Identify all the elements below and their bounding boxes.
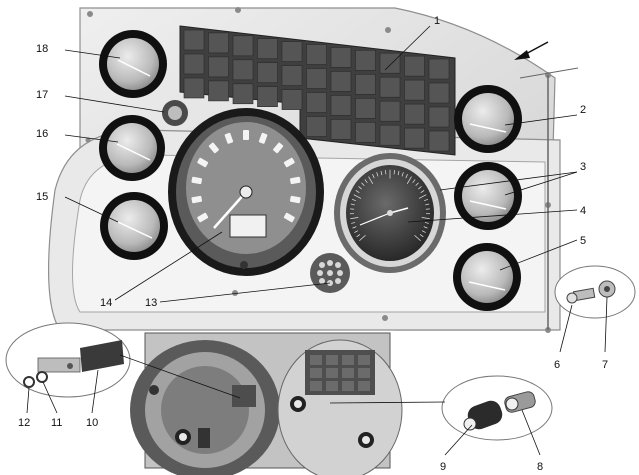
callout-6: 6 xyxy=(554,359,560,371)
gauge-18 xyxy=(99,30,167,98)
callout-12: 12 xyxy=(18,417,30,429)
warning-lamp-block xyxy=(179,25,456,156)
tachometer-4 xyxy=(334,153,446,273)
callout-13: 13 xyxy=(145,297,157,309)
gauge-2 xyxy=(454,85,522,153)
callout-14: 14 xyxy=(100,297,112,309)
callout-3: 3 xyxy=(580,161,586,173)
gauge-3 xyxy=(454,162,522,230)
callout-10: 10 xyxy=(86,417,98,429)
gauge-15 xyxy=(100,192,168,260)
bolt-detail-circle xyxy=(554,265,636,319)
speedometer-14 xyxy=(168,108,324,276)
switch-17 xyxy=(162,100,188,126)
callout-1: 1 xyxy=(434,15,440,27)
view-direction-arrow xyxy=(514,41,549,60)
callout-8: 8 xyxy=(537,461,543,473)
callout-4: 4 xyxy=(580,205,586,217)
clip-detail-circle xyxy=(5,322,131,398)
callout-17: 17 xyxy=(36,89,48,101)
callout-16: 16 xyxy=(36,128,48,140)
leader-lines xyxy=(26,25,608,456)
callout-11: 11 xyxy=(51,417,62,429)
callout-9: 9 xyxy=(440,461,446,473)
mounting-detail-inset xyxy=(130,332,403,475)
gauge-5 xyxy=(453,243,521,311)
projection-lines xyxy=(119,354,446,404)
callout-7: 7 xyxy=(602,359,608,371)
callout-15: 15 xyxy=(36,191,48,203)
callout-labels: 1 2 3 4 5 6 7 8 9 10 11 12 13 14 15 16 1… xyxy=(18,15,608,473)
buzzer-13 xyxy=(310,253,350,293)
callout-5: 5 xyxy=(580,235,586,247)
callout-2: 2 xyxy=(580,104,586,116)
lamp-detail-circle xyxy=(441,375,553,441)
gauge-16 xyxy=(99,115,165,181)
callout-18: 18 xyxy=(36,43,48,55)
